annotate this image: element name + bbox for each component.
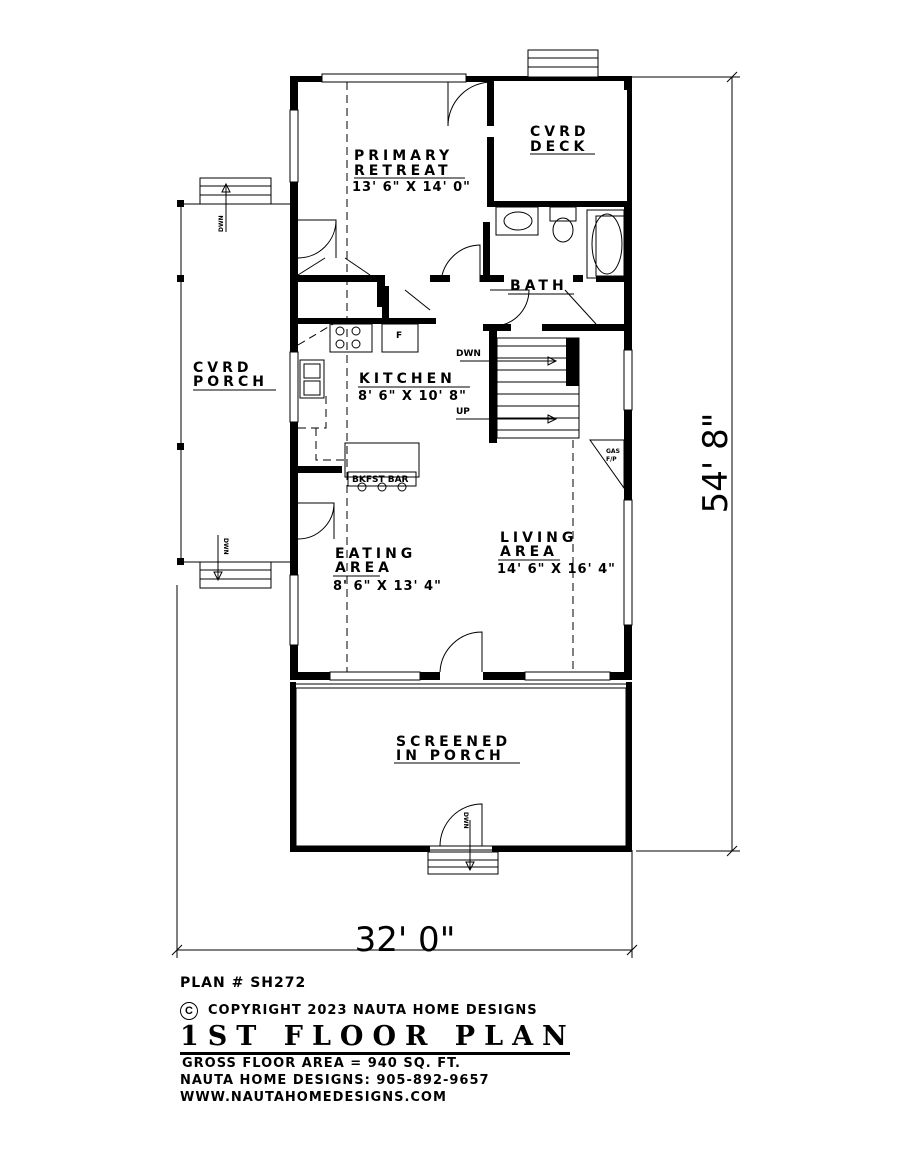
plan-title: 1ST FLOOR PLAN: [180, 1021, 576, 1052]
kitchen-label: KITCHEN: [359, 371, 456, 387]
living-area-label-2: AREA: [500, 544, 558, 560]
plan-number: PLAN # SH272: [180, 975, 307, 991]
designer-website: WWW.NAUTAHOMEDESIGNS.COM: [180, 1090, 447, 1105]
overall-depth-dimension: 54' 8": [696, 413, 736, 514]
cvrd-deck-label-1: CVRD: [530, 124, 590, 140]
windows: [289, 49, 633, 681]
copyright-icon: C: [180, 1002, 198, 1020]
primary-retreat-dims: 13' 6" X 14' 0": [352, 180, 471, 195]
gross-floor-area: GROSS FLOOR AREA = 940 SQ. FT.: [182, 1056, 461, 1071]
gas-fireplace-label-1: GAS: [606, 448, 620, 455]
primary-retreat-label-1: PRIMARY: [354, 148, 453, 164]
eating-area-label-1: EATING: [335, 546, 416, 562]
copyright-row: C COPYRIGHT 2023 NAUTA HOME DESIGNS: [180, 1002, 538, 1020]
dimension-lines: [171, 71, 740, 958]
porch-stair-down-label-bottom: DWN: [222, 538, 229, 555]
stair-down-label: DWN: [456, 349, 481, 359]
porch-stair-down-label-top: DWN: [218, 215, 225, 232]
screened-porch-label-2: IN PORCH: [396, 748, 505, 764]
living-area-dims: 14' 6" X 16' 4": [497, 562, 616, 577]
designer-phone: NAUTA HOME DESIGNS: 905-892-9657: [180, 1073, 490, 1088]
stairs: [456, 331, 625, 490]
cvrd-porch-label-2: PORCH: [193, 374, 268, 390]
door-swings: [297, 81, 597, 673]
front-stair-down-label: DWN: [462, 812, 469, 829]
cvrd-deck-label-2: DECK: [530, 139, 588, 155]
kitchen-dims: 8' 6" X 10' 8": [358, 389, 467, 404]
screened-porch-structure: [290, 682, 632, 875]
bath-fixtures: [495, 206, 625, 279]
title-rule: [180, 1052, 570, 1055]
stair-up-label: UP: [456, 407, 470, 417]
overall-width-dimension: 32' 0": [355, 920, 456, 960]
copyright-text: COPYRIGHT 2023 NAUTA HOME DESIGNS: [208, 1003, 538, 1018]
cvrd-porch-label-1: CVRD: [193, 360, 253, 376]
gas-fireplace-label-2: F/P: [606, 456, 617, 463]
screened-porch-label-1: SCREENED: [396, 734, 511, 750]
fridge-label: F: [396, 331, 402, 341]
kitchen-fixtures: [298, 323, 420, 492]
eating-area-dims: 8' 6" X 13' 4": [333, 579, 442, 594]
eating-area-label-2: AREA: [335, 560, 393, 576]
primary-retreat-label-2: RETREAT: [354, 163, 452, 179]
breakfast-bar-label: BKFST BAR: [352, 475, 409, 485]
bath-label: BATH: [510, 278, 568, 294]
covered-porch-structure: [177, 177, 291, 589]
living-area-label-1: LIVING: [500, 530, 577, 546]
